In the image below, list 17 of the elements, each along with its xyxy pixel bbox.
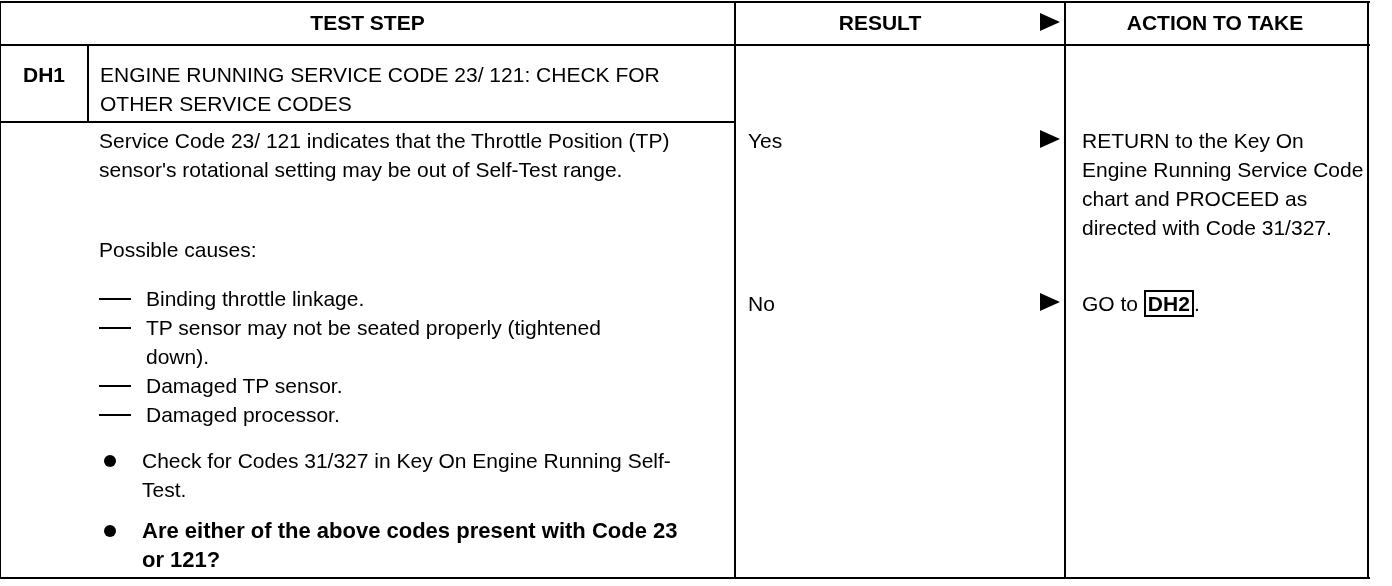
column-header: RESULT (837, 10, 923, 36)
cause-item: Damaged TP sensor. (146, 373, 344, 399)
cause-item: Damaged processor. (146, 402, 341, 428)
action-text: GO to DH2. (1082, 289, 1201, 318)
cause-item: Binding throttle linkage. (146, 286, 366, 312)
column-header: ACTION TO TAKE (1125, 10, 1305, 36)
description-text: Service Code 23/ 121 indicates that the Throttle Position (TP) sensor's rotational setting may be out of Self-Test range. (99, 128, 671, 183)
result-text: No (748, 291, 776, 317)
list-heading: Possible causes: (99, 237, 258, 263)
action-text: RETURN to the Key On Engine Running Service Code chart and PROCEED as directed with Code 31/327. (1082, 128, 1365, 241)
question-text: Are either of the above codes present with Code 23 or 121? (142, 517, 679, 574)
step-title: ENGINE RUNNING SERVICE CODE 23/ 121: CHECK FOR OTHER SERVICE CODES (100, 62, 661, 117)
result-text: Yes (748, 128, 784, 154)
cause-item: TP sensor may not be seated properly (tightened down). (146, 315, 602, 370)
step-number: DH1 (22, 62, 66, 88)
column-header: TEST STEP (309, 10, 426, 36)
instruction-text: Check for Codes 31/327 in Key On Engine Running Self-Test. (142, 448, 672, 503)
